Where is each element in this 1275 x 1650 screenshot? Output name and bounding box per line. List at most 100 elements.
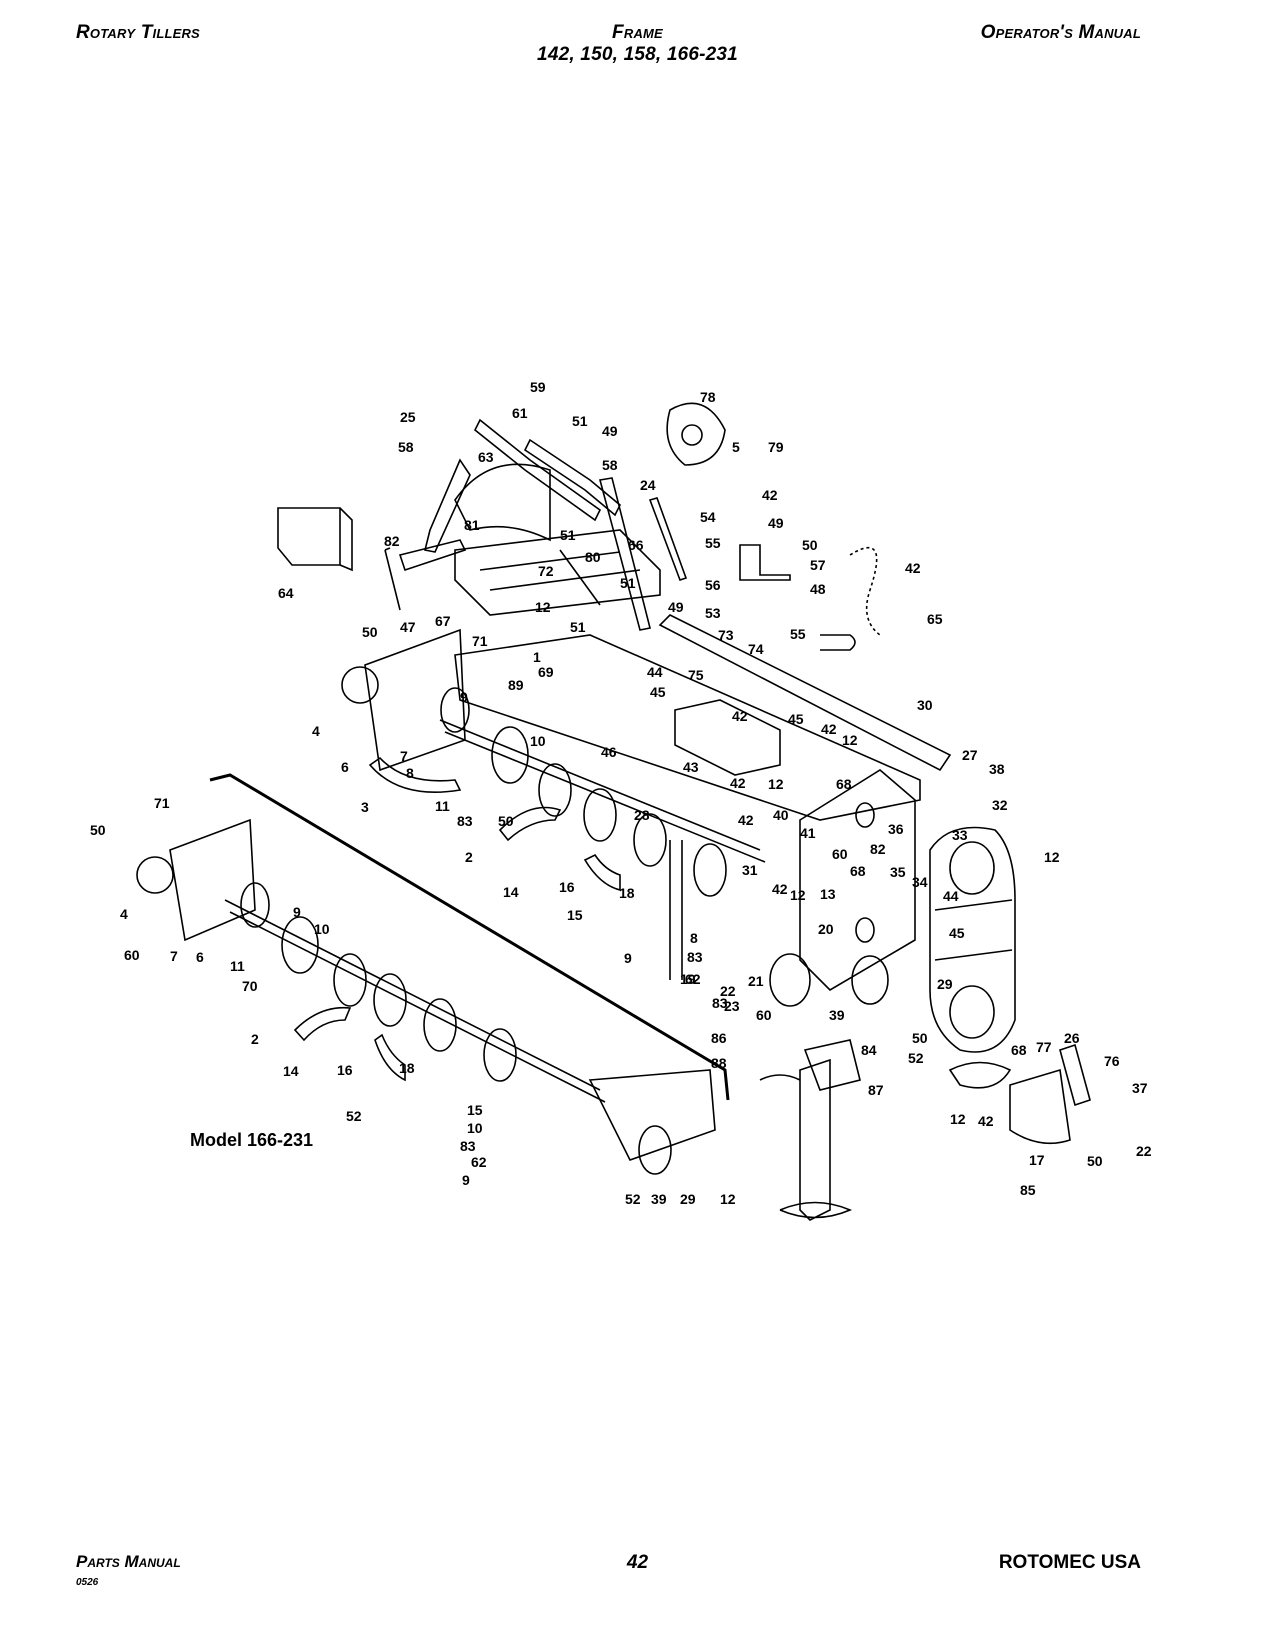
- callout-42: 42: [732, 708, 748, 724]
- bracket-80: [739, 544, 791, 581]
- callout-8: 8: [690, 930, 698, 946]
- callout-29: 29: [937, 976, 953, 992]
- blade-14-upper: [498, 806, 562, 842]
- callout-89: 89: [508, 677, 524, 693]
- lower-link-arm: [398, 539, 467, 572]
- callout-10: 10: [467, 1120, 483, 1136]
- callout-55: 55: [790, 626, 806, 642]
- callout-59: 59: [530, 380, 546, 395]
- flange-f: [373, 973, 407, 1027]
- callout-9: 9: [462, 1172, 470, 1188]
- callout-85: 85: [1020, 1182, 1036, 1198]
- callout-50: 50: [362, 624, 378, 640]
- callout-87: 87: [868, 1082, 884, 1098]
- callout-6: 6: [341, 759, 349, 775]
- callout-57: 57: [810, 557, 826, 573]
- callout-40: 40: [773, 807, 789, 823]
- footer-brand: ROTOMEC USA: [998, 1552, 1141, 1573]
- callout-14: 14: [503, 884, 519, 900]
- callout-10: 10: [530, 733, 546, 749]
- callout-12: 12: [790, 887, 806, 903]
- callout-49: 49: [668, 599, 684, 615]
- callout-16: 16: [337, 1062, 353, 1078]
- callout-12: 12: [720, 1191, 736, 1207]
- footer-left-title: Parts Manual: [76, 1552, 181, 1571]
- mast-arm-right: [523, 438, 621, 517]
- flange-h: [483, 1028, 517, 1082]
- callout-12: 12: [535, 599, 551, 615]
- callout-42: 42: [821, 721, 837, 737]
- callout-42: 42: [772, 881, 788, 897]
- callout-21: 21: [748, 973, 764, 989]
- callout-43: 43: [683, 759, 699, 775]
- callout-82: 82: [870, 841, 886, 857]
- callout-68: 68: [1011, 1042, 1027, 1058]
- header-center: Frame 142, 150, 158, 166-231: [0, 22, 1275, 66]
- cover-23: [769, 953, 811, 1007]
- pin-88: [759, 1074, 801, 1081]
- callout-12: 12: [768, 776, 784, 792]
- callout-47: 47: [400, 619, 416, 635]
- callout-50: 50: [1087, 1153, 1103, 1169]
- callout-73: 73: [718, 627, 734, 643]
- chain-72: [849, 546, 881, 636]
- callout-35: 35: [890, 864, 906, 880]
- callout-3: 3: [361, 799, 369, 815]
- callout-49: 49: [768, 515, 784, 531]
- callout-83: 83: [460, 1138, 476, 1154]
- callout-58: 58: [398, 439, 414, 455]
- flange-d: [693, 843, 727, 897]
- callout-2: 2: [251, 1031, 259, 1047]
- mast-arm-left: [473, 418, 602, 522]
- callout-62: 62: [471, 1154, 487, 1170]
- callout-41: 41: [800, 825, 816, 841]
- hub-9-upper: [440, 687, 470, 733]
- callout-60: 60: [124, 947, 140, 963]
- callout-53: 53: [705, 605, 721, 621]
- callout-39: 39: [651, 1191, 667, 1207]
- callout-65: 65: [927, 611, 943, 627]
- skid-37: [948, 1061, 1012, 1089]
- callout-19: 19: [680, 971, 696, 987]
- callout-1: 1: [533, 649, 541, 665]
- callout-42: 42: [730, 775, 746, 791]
- callout-60: 60: [756, 1007, 772, 1023]
- callout-81: 81: [464, 517, 480, 533]
- callout-46: 46: [601, 744, 617, 760]
- callout-86: 86: [711, 1030, 727, 1046]
- blade-15-lower: [374, 1033, 406, 1082]
- callout-12: 12: [842, 732, 858, 748]
- callout-78: 78: [700, 389, 716, 405]
- callout-9: 9: [460, 689, 468, 705]
- callout-55: 55: [705, 535, 721, 551]
- callout-45: 45: [788, 711, 804, 727]
- tube-43: [674, 699, 781, 776]
- callout-11: 11: [435, 798, 450, 814]
- callout-26: 26: [1064, 1030, 1080, 1046]
- hub-10-lower: [281, 916, 319, 974]
- callout-42: 42: [738, 812, 754, 828]
- callout-7: 7: [400, 748, 408, 764]
- blade-15-upper: [583, 853, 621, 892]
- callout-15: 15: [467, 1102, 483, 1118]
- section-divider-line: [209, 773, 730, 1101]
- frame-cross-member: [454, 529, 661, 616]
- callout-12: 12: [1044, 849, 1060, 865]
- flange-c: [633, 813, 667, 867]
- hub-9-lower: [240, 882, 270, 928]
- callout-45: 45: [650, 684, 666, 700]
- callout-83: 83: [712, 995, 728, 1011]
- callout-22: 22: [1136, 1143, 1152, 1159]
- flange-a: [538, 763, 572, 817]
- callout-84: 84: [861, 1042, 877, 1058]
- callout-62: 62: [685, 971, 701, 987]
- callout-44: 44: [943, 888, 959, 904]
- callout-51: 51: [570, 619, 586, 635]
- model-label: Model 166-231: [190, 1130, 314, 1150]
- callout-7: 7: [170, 948, 178, 964]
- footer-code: 0526: [76, 1577, 99, 1588]
- callout-45: 45: [949, 925, 965, 941]
